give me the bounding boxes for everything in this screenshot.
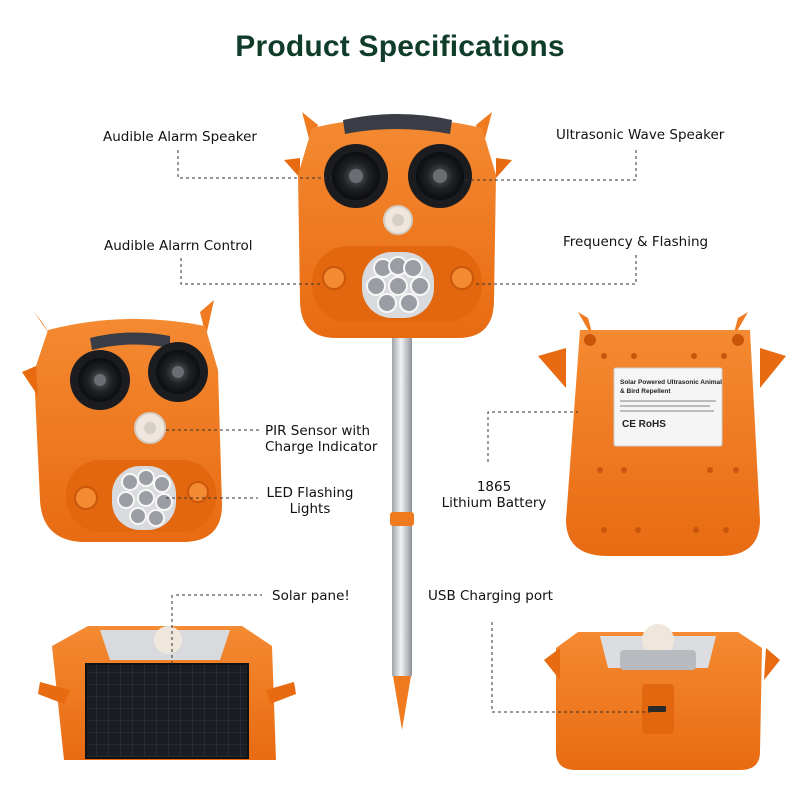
- bottom-right-device: [544, 624, 780, 770]
- stake-pole-upper: [392, 330, 412, 520]
- usb-port-icon: [648, 706, 666, 712]
- label-ultrasonic-wave-speaker: Ultrasonic Wave Speaker: [556, 127, 725, 143]
- label-battery: 1865 Lithium Battery: [434, 479, 554, 511]
- label-frequency-flashing: Frequency & Flashing: [563, 234, 709, 250]
- cert-marks: CE RoHS: [622, 419, 666, 430]
- stake-tip: [393, 676, 411, 730]
- label-led-line2: Lights: [289, 501, 331, 517]
- center-device: [284, 112, 512, 730]
- label-pir-sensor: PIR Sensor with Charge Indicator: [265, 423, 377, 455]
- label-line1: Solar Powered Ultrasonic Animal: [620, 379, 722, 386]
- right-device: Solar Powered Ultrasonic Animal & Bird R…: [538, 312, 786, 556]
- bottom-left-device: [38, 626, 296, 760]
- label-battery-line1: 1865: [476, 479, 512, 495]
- led-cluster-icon: [362, 252, 434, 318]
- alarm-control-button-icon: [322, 266, 346, 290]
- stake-collar: [390, 512, 414, 526]
- label-battery-line2: Lithium Battery: [441, 495, 547, 511]
- label-line2: & Bird Repellent: [620, 388, 671, 395]
- label-solar-panel: Solar pane!: [272, 588, 350, 604]
- label-led-line1: LED Flashing: [266, 485, 354, 501]
- label-audible-alarm-speaker: Audible Alarm Speaker: [103, 129, 257, 145]
- page-title: Product Specifications: [235, 30, 565, 63]
- label-pir-line1: PIR Sensor with: [265, 423, 371, 439]
- label-audible-alarm-control: Audible Alarrn Control: [104, 238, 253, 254]
- stake-pole-lower: [392, 526, 412, 676]
- label-led-flashing: LED Flashing Lights: [255, 485, 365, 517]
- label-usb-port: USB Charging port: [428, 588, 553, 604]
- solar-panel-icon: [85, 663, 249, 759]
- callout-lines: [166, 150, 652, 713]
- frequency-button-icon: [450, 266, 474, 290]
- left-device: [22, 300, 222, 542]
- label-pir-line2: Charge Indicator: [265, 439, 378, 455]
